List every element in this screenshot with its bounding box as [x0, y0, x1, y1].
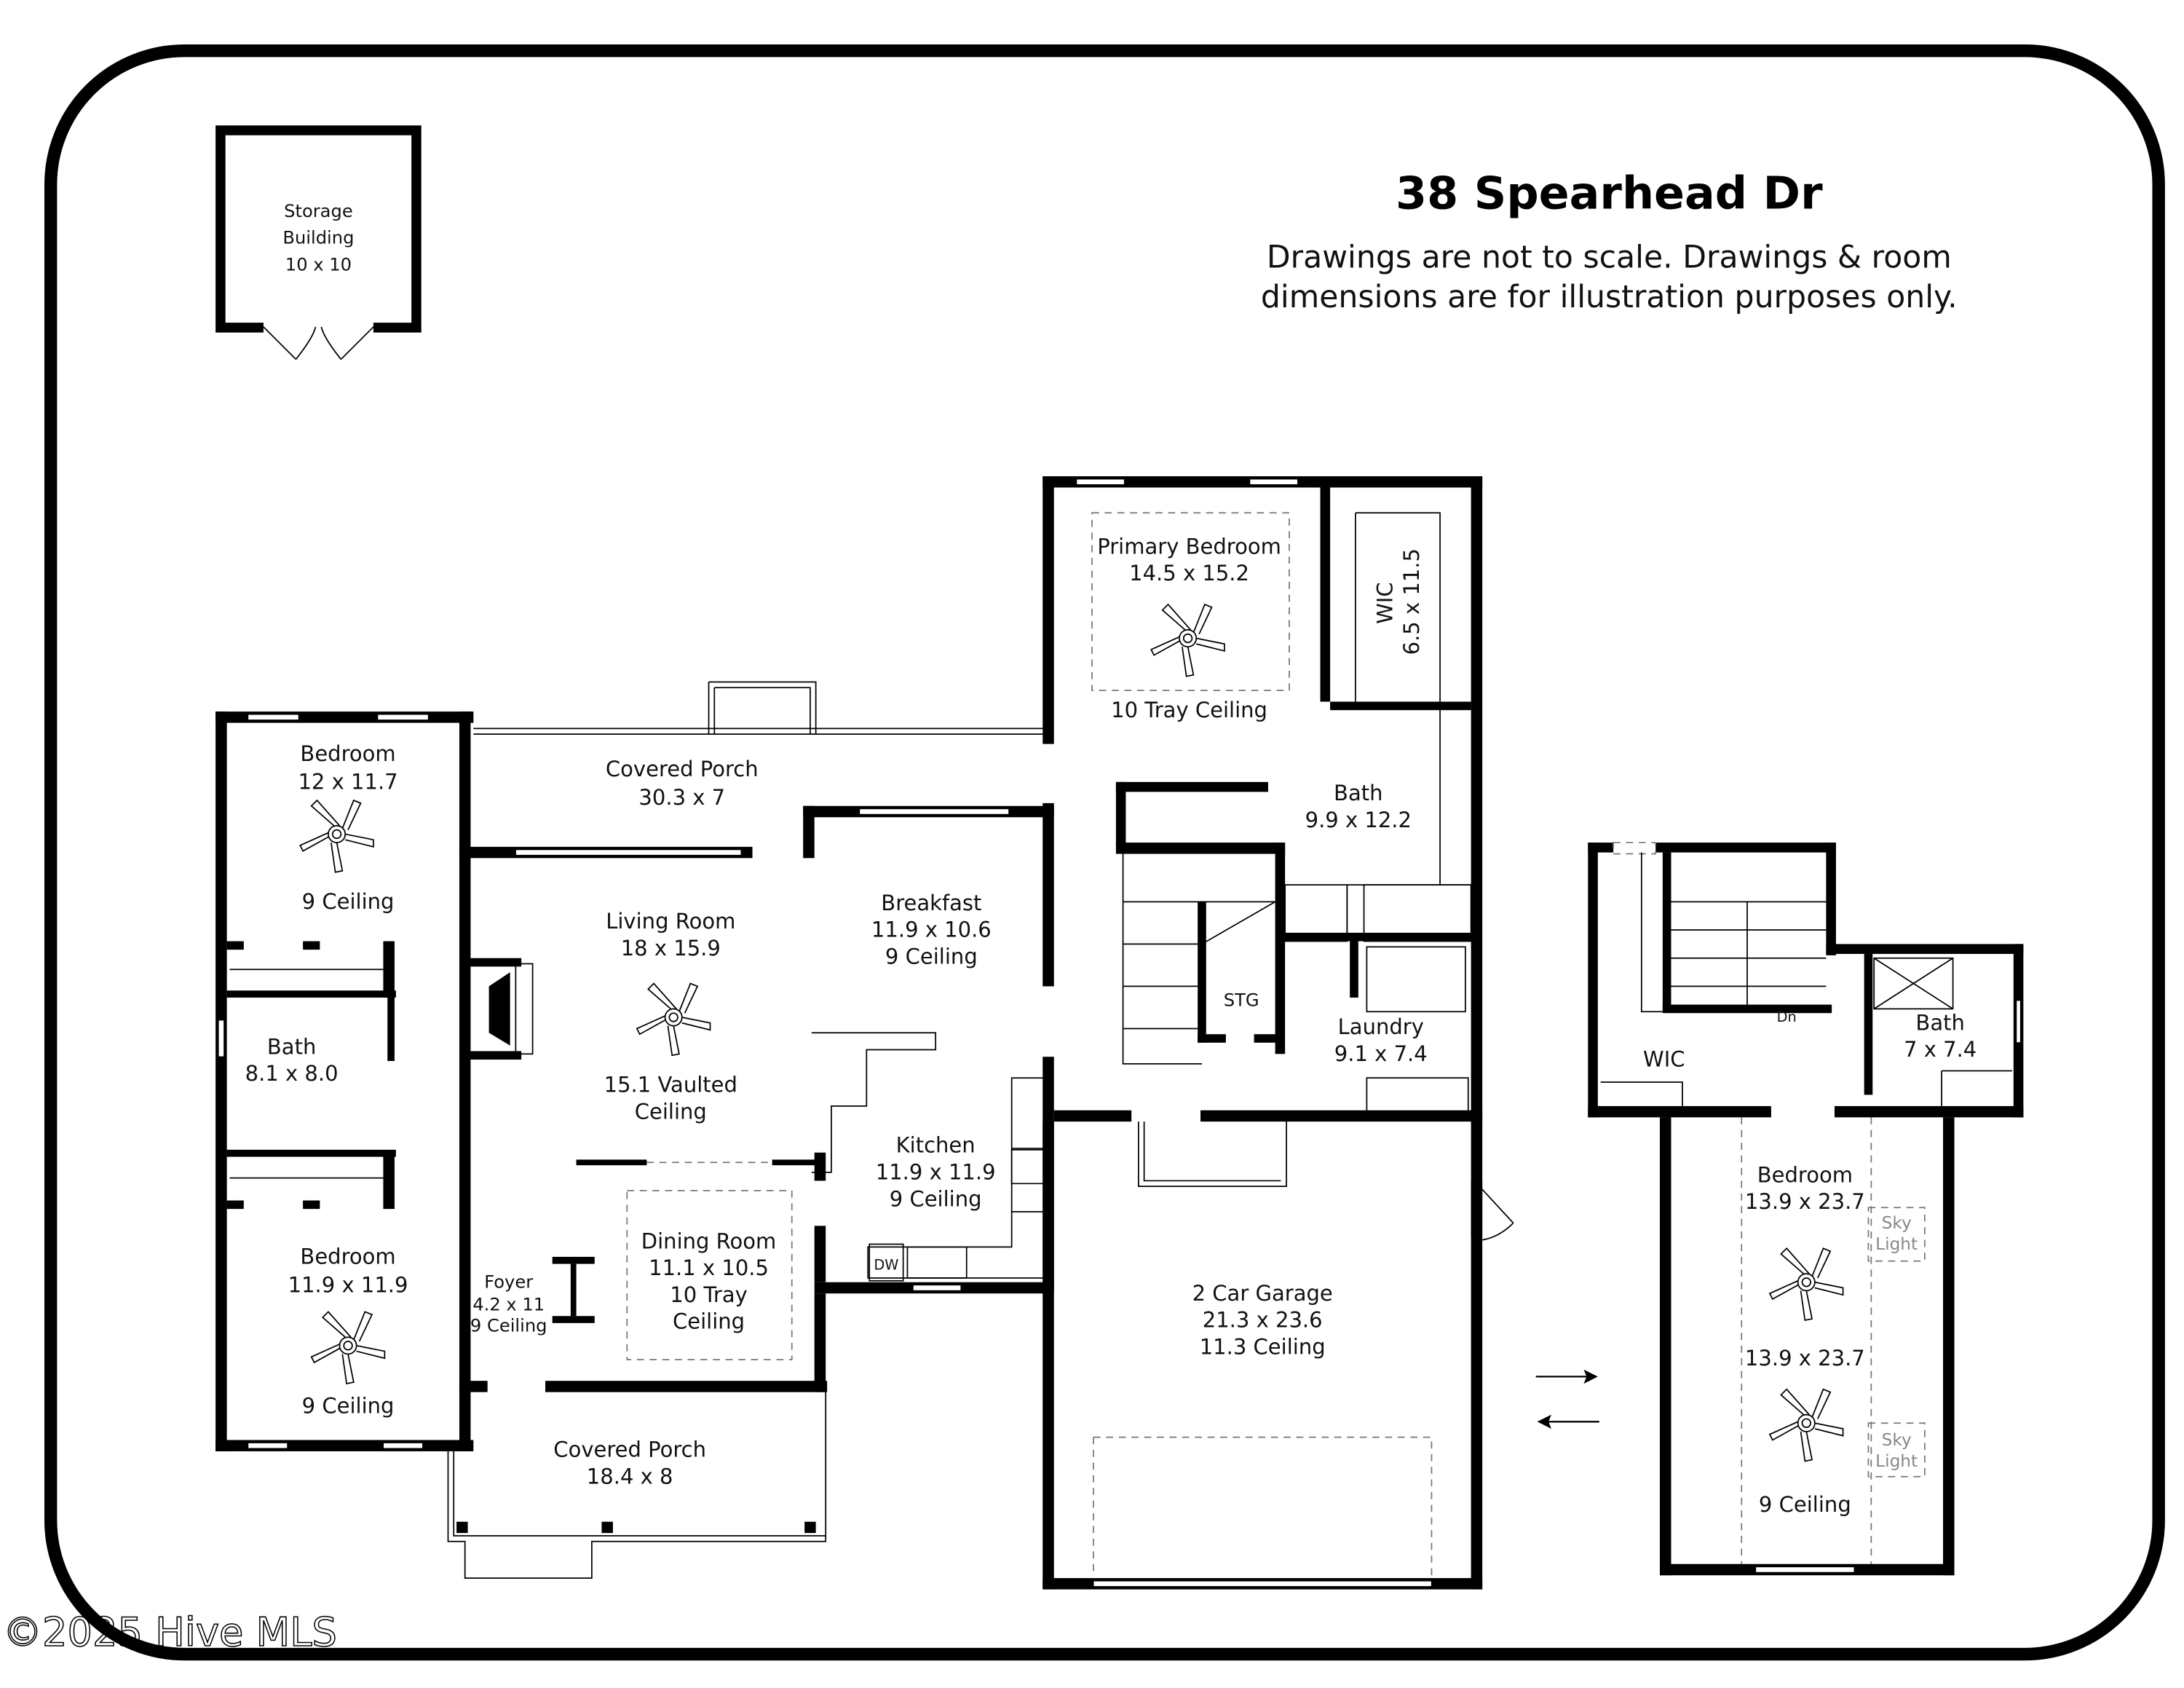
storage-building: Storage Building 10 x 10 [215, 125, 422, 360]
skylight-1-line-2: Light [1875, 1234, 1918, 1254]
dining-room-ceiling-1: 10 Tray [670, 1282, 748, 1307]
skylight-2-line-1: Sky [1882, 1430, 1912, 1450]
primary-bath-dims: 9.9 x 12.2 [1305, 808, 1412, 832]
primary-bedroom-ceiling: 10 Tray Ceiling [1111, 698, 1267, 722]
storage-dims: 10 x 10 [285, 255, 352, 275]
upper-bath-name: Bath [1915, 1010, 1964, 1035]
upper-bedroom-dims-repeat: 13.9 x 23.7 [1745, 1346, 1865, 1370]
laundry-name: Laundry [1338, 1014, 1424, 1039]
tray-ceiling-primary [1091, 512, 1290, 691]
ceiling-fan-icons [299, 603, 1844, 1462]
primary-wic-name: WIC [1372, 582, 1397, 624]
upper-bedroom-dims: 13.9 x 23.7 [1745, 1189, 1865, 1214]
upper-bath-dims: 7 x 7.4 [1904, 1037, 1977, 1062]
skylight-2-line-2: Light [1875, 1451, 1918, 1471]
stairs-down-label: Dn [1777, 1009, 1797, 1025]
garage-ceiling: 11.3 Ceiling [1200, 1334, 1326, 1359]
living-room-dims: 18 x 15.9 [621, 936, 721, 961]
bedroom-rear-ceiling: 9 Ceiling [302, 1394, 395, 1419]
tray-ceiling-dining [626, 1190, 793, 1361]
dining-room-dims: 11.1 x 10.5 [649, 1255, 769, 1280]
garage-name: 2 Car Garage [1192, 1281, 1333, 1306]
watermark: ©2025 Hive MLS [3, 1609, 337, 1655]
breakfast-name: Breakfast [881, 891, 981, 915]
ceiling-fan-icon [1150, 603, 1225, 677]
foyer-dims: 4.2 x 11 [472, 1294, 545, 1314]
living-room-ceiling-2: Ceiling [635, 1099, 707, 1124]
living-room-ceiling-1: 15.1 Vaulted [604, 1073, 737, 1097]
upper-bedroom-name: Bedroom [1757, 1162, 1853, 1187]
bedroom-front-dims: 12 x 11.7 [298, 770, 397, 794]
dishwasher-label: DW [874, 1256, 898, 1273]
living-room-name: Living Room [606, 909, 735, 934]
upper-wic-name: WIC [1643, 1047, 1685, 1072]
ceiling-fan-icon [1768, 1247, 1844, 1322]
storage-label-2: Building [282, 228, 354, 248]
stg-label: STG [1224, 990, 1259, 1011]
bedroom-rear-name: Bedroom [300, 1245, 395, 1269]
ceiling-fan-icon [1768, 1388, 1844, 1462]
porch-back-dims: 30.3 x 7 [638, 785, 725, 810]
dining-room-ceiling-2: Ceiling [673, 1309, 745, 1334]
upper-floor-walls: Dn [1588, 842, 2024, 1576]
porch-back-name: Covered Porch [606, 757, 759, 781]
bedroom-front-name: Bedroom [300, 741, 395, 766]
primary-bath-name: Bath [1334, 781, 1382, 805]
ceiling-fan-icon [636, 982, 711, 1057]
breakfast-dims: 11.9 x 10.6 [871, 918, 992, 942]
foyer-name: Foyer [484, 1271, 533, 1292]
dining-room-name: Dining Room [641, 1228, 777, 1253]
kitchen-ceiling: 9 Ceiling [890, 1186, 982, 1211]
floor-link-arrows [1535, 1369, 1599, 1429]
disclaimer-line-2: dimensions are for illustration purposes… [1261, 279, 1958, 315]
upper-bedroom-ceiling: 9 Ceiling [1759, 1492, 1851, 1517]
garage-dims: 21.3 x 23.6 [1203, 1308, 1323, 1333]
kitchen-name: Kitchen [896, 1133, 976, 1158]
room-labels: Bedroom 12 x 11.7 9 Ceiling Bath 8.1 x 8… [245, 534, 1977, 1517]
storage-label: Storage [284, 201, 353, 221]
bedroom-rear-dims: 11.9 x 11.9 [288, 1272, 408, 1297]
laundry-dims: 9.1 x 7.4 [1334, 1041, 1428, 1066]
disclaimer-line-1: Drawings are not to scale. Drawings & ro… [1267, 240, 1952, 276]
breakfast-ceiling: 9 Ceiling [885, 944, 978, 969]
bedroom-front-ceiling: 9 Ceiling [302, 889, 395, 914]
porch-front-name: Covered Porch [553, 1437, 706, 1462]
primary-bedroom-name: Primary Bedroom [1097, 534, 1281, 559]
ceiling-fan-icon [299, 799, 374, 873]
bath-hall-name: Bath [267, 1034, 316, 1059]
main-floor-walls: DW [215, 476, 1514, 1590]
skylight-1-line-1: Sky [1882, 1213, 1912, 1233]
primary-bedroom-dims: 14.5 x 15.2 [1129, 561, 1249, 585]
ceiling-fan-icon [310, 1311, 386, 1385]
porch-front-dims: 18.4 x 8 [587, 1464, 673, 1488]
kitchen-dims: 11.9 x 11.9 [876, 1160, 996, 1185]
bath-hall-dims: 8.1 x 8.0 [245, 1061, 339, 1086]
outer-frame [44, 44, 2165, 1661]
address-title: 38 Spearhead Dr [1396, 167, 1823, 219]
primary-wic-dims: 6.5 x 11.5 [1399, 548, 1424, 655]
foyer-ceiling: 9 Ceiling [470, 1315, 547, 1336]
